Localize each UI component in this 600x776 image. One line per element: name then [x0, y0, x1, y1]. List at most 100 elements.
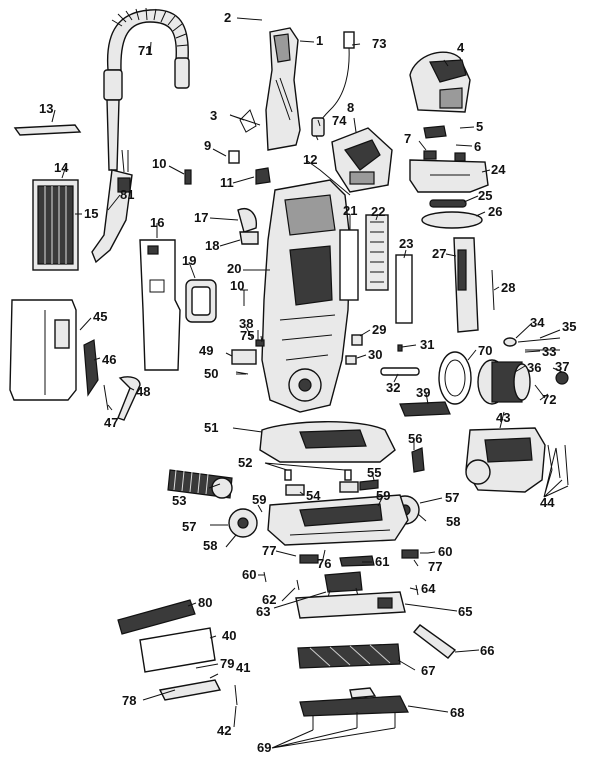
label-78: 78 — [122, 693, 136, 708]
label-55: 55 — [367, 465, 381, 480]
label-13: 13 — [39, 101, 53, 116]
hose-part — [103, 7, 190, 171]
lower-left-parts — [117, 599, 238, 706]
brushroll-part — [297, 643, 401, 669]
label-33: 33 — [542, 344, 556, 359]
label-5: 5 — [476, 119, 483, 134]
small-parts-group-d — [345, 334, 420, 376]
label-76: 76 — [317, 556, 331, 571]
small-parts-group-f — [284, 447, 425, 496]
label-11: 11 — [220, 175, 234, 190]
label-7: 7 — [404, 131, 411, 146]
label-39: 39 — [416, 385, 430, 400]
label-80: 80 — [198, 595, 212, 610]
small-parts-group-c — [237, 208, 259, 245]
label-58-right: 58 — [446, 514, 460, 529]
label-62: 62 — [262, 592, 276, 607]
label-67: 67 — [421, 663, 435, 678]
label-53: 53 — [172, 493, 186, 508]
motor-cover-part — [331, 127, 393, 193]
label-3: 3 — [210, 108, 217, 123]
label-65: 65 — [458, 604, 472, 619]
filter-pieces-part — [339, 214, 413, 324]
label-37: 37 — [555, 359, 569, 374]
bar-part — [13, 124, 82, 136]
label-61: 61 — [375, 554, 389, 569]
label-70: 70 — [478, 343, 492, 358]
wand-part — [91, 149, 133, 264]
label-47: 47 — [104, 415, 118, 430]
label-9: 9 — [204, 138, 211, 153]
belt-part — [412, 624, 457, 659]
label-35: 35 — [562, 319, 576, 334]
label-10-top: 10 — [152, 156, 166, 171]
label-26: 26 — [488, 204, 502, 219]
label-1: 1 — [316, 33, 323, 48]
plate-part — [139, 239, 181, 371]
label-52: 52 — [238, 455, 252, 470]
label-15: 15 — [84, 206, 98, 221]
label-4: 4 — [457, 40, 465, 55]
tray-part — [421, 211, 483, 229]
label-8: 8 — [347, 100, 354, 115]
label-24: 24 — [491, 162, 506, 177]
label-75: 75 — [240, 328, 254, 343]
frame-part — [185, 279, 217, 323]
label-22: 22 — [371, 204, 385, 219]
label-21: 21 — [343, 203, 357, 218]
label-66: 66 — [480, 643, 494, 658]
label-69: 69 — [257, 740, 271, 755]
label-12: 12 — [303, 152, 317, 167]
label-50: 50 — [204, 366, 218, 381]
small-clip-parts — [423, 150, 466, 162]
label-58-left: 58 — [203, 538, 217, 553]
label-49: 49 — [199, 343, 213, 358]
label-72: 72 — [542, 392, 556, 407]
label-14: 14 — [54, 160, 69, 175]
label-32: 32 — [386, 380, 400, 395]
clip-part — [239, 109, 257, 133]
label-45: 45 — [93, 309, 107, 324]
main-body-part — [261, 179, 351, 413]
label-17: 17 — [194, 210, 208, 225]
small-parts-group-e — [231, 339, 265, 375]
label-51: 51 — [204, 420, 218, 435]
latch-part — [423, 125, 447, 139]
spring-part — [167, 469, 233, 499]
label-10-mid: 10 — [230, 278, 244, 293]
label-28: 28 — [501, 280, 515, 295]
label-81: 81 — [120, 187, 134, 202]
label-6: 6 — [474, 139, 481, 154]
leader-lines — [51, 17, 569, 749]
switch-part — [311, 117, 325, 137]
label-34: 34 — [530, 315, 545, 330]
label-23: 23 — [399, 236, 413, 251]
part-labels: 2 1 71 73 4 13 3 8 74 5 7 9 6 10 12 14 2… — [39, 10, 576, 755]
cover-part — [409, 51, 471, 113]
nozzle-strip-part — [299, 687, 409, 717]
label-60-left: 60 — [242, 567, 256, 582]
label-43: 43 — [496, 410, 510, 425]
label-20: 20 — [227, 261, 241, 276]
wheel-left-part — [210, 508, 258, 538]
label-63: 63 — [256, 604, 270, 619]
canister-part — [9, 299, 77, 401]
handle-part — [265, 27, 301, 151]
label-64: 64 — [421, 581, 436, 596]
label-46: 46 — [102, 352, 116, 367]
label-59-left: 59 — [252, 492, 266, 507]
pin-parts — [503, 337, 561, 351]
hood-part — [259, 421, 396, 463]
label-60-right: 60 — [438, 544, 452, 559]
ring-part — [438, 351, 472, 405]
dirt-cup-base-part — [409, 159, 489, 193]
side-panel-part — [453, 237, 495, 333]
label-18: 18 — [205, 238, 219, 253]
label-36: 36 — [527, 360, 541, 375]
filter-part — [32, 179, 79, 271]
label-41: 41 — [236, 660, 250, 675]
label-77-right: 77 — [428, 559, 442, 574]
small-parts-group-g — [263, 549, 428, 596]
label-27: 27 — [432, 246, 446, 261]
